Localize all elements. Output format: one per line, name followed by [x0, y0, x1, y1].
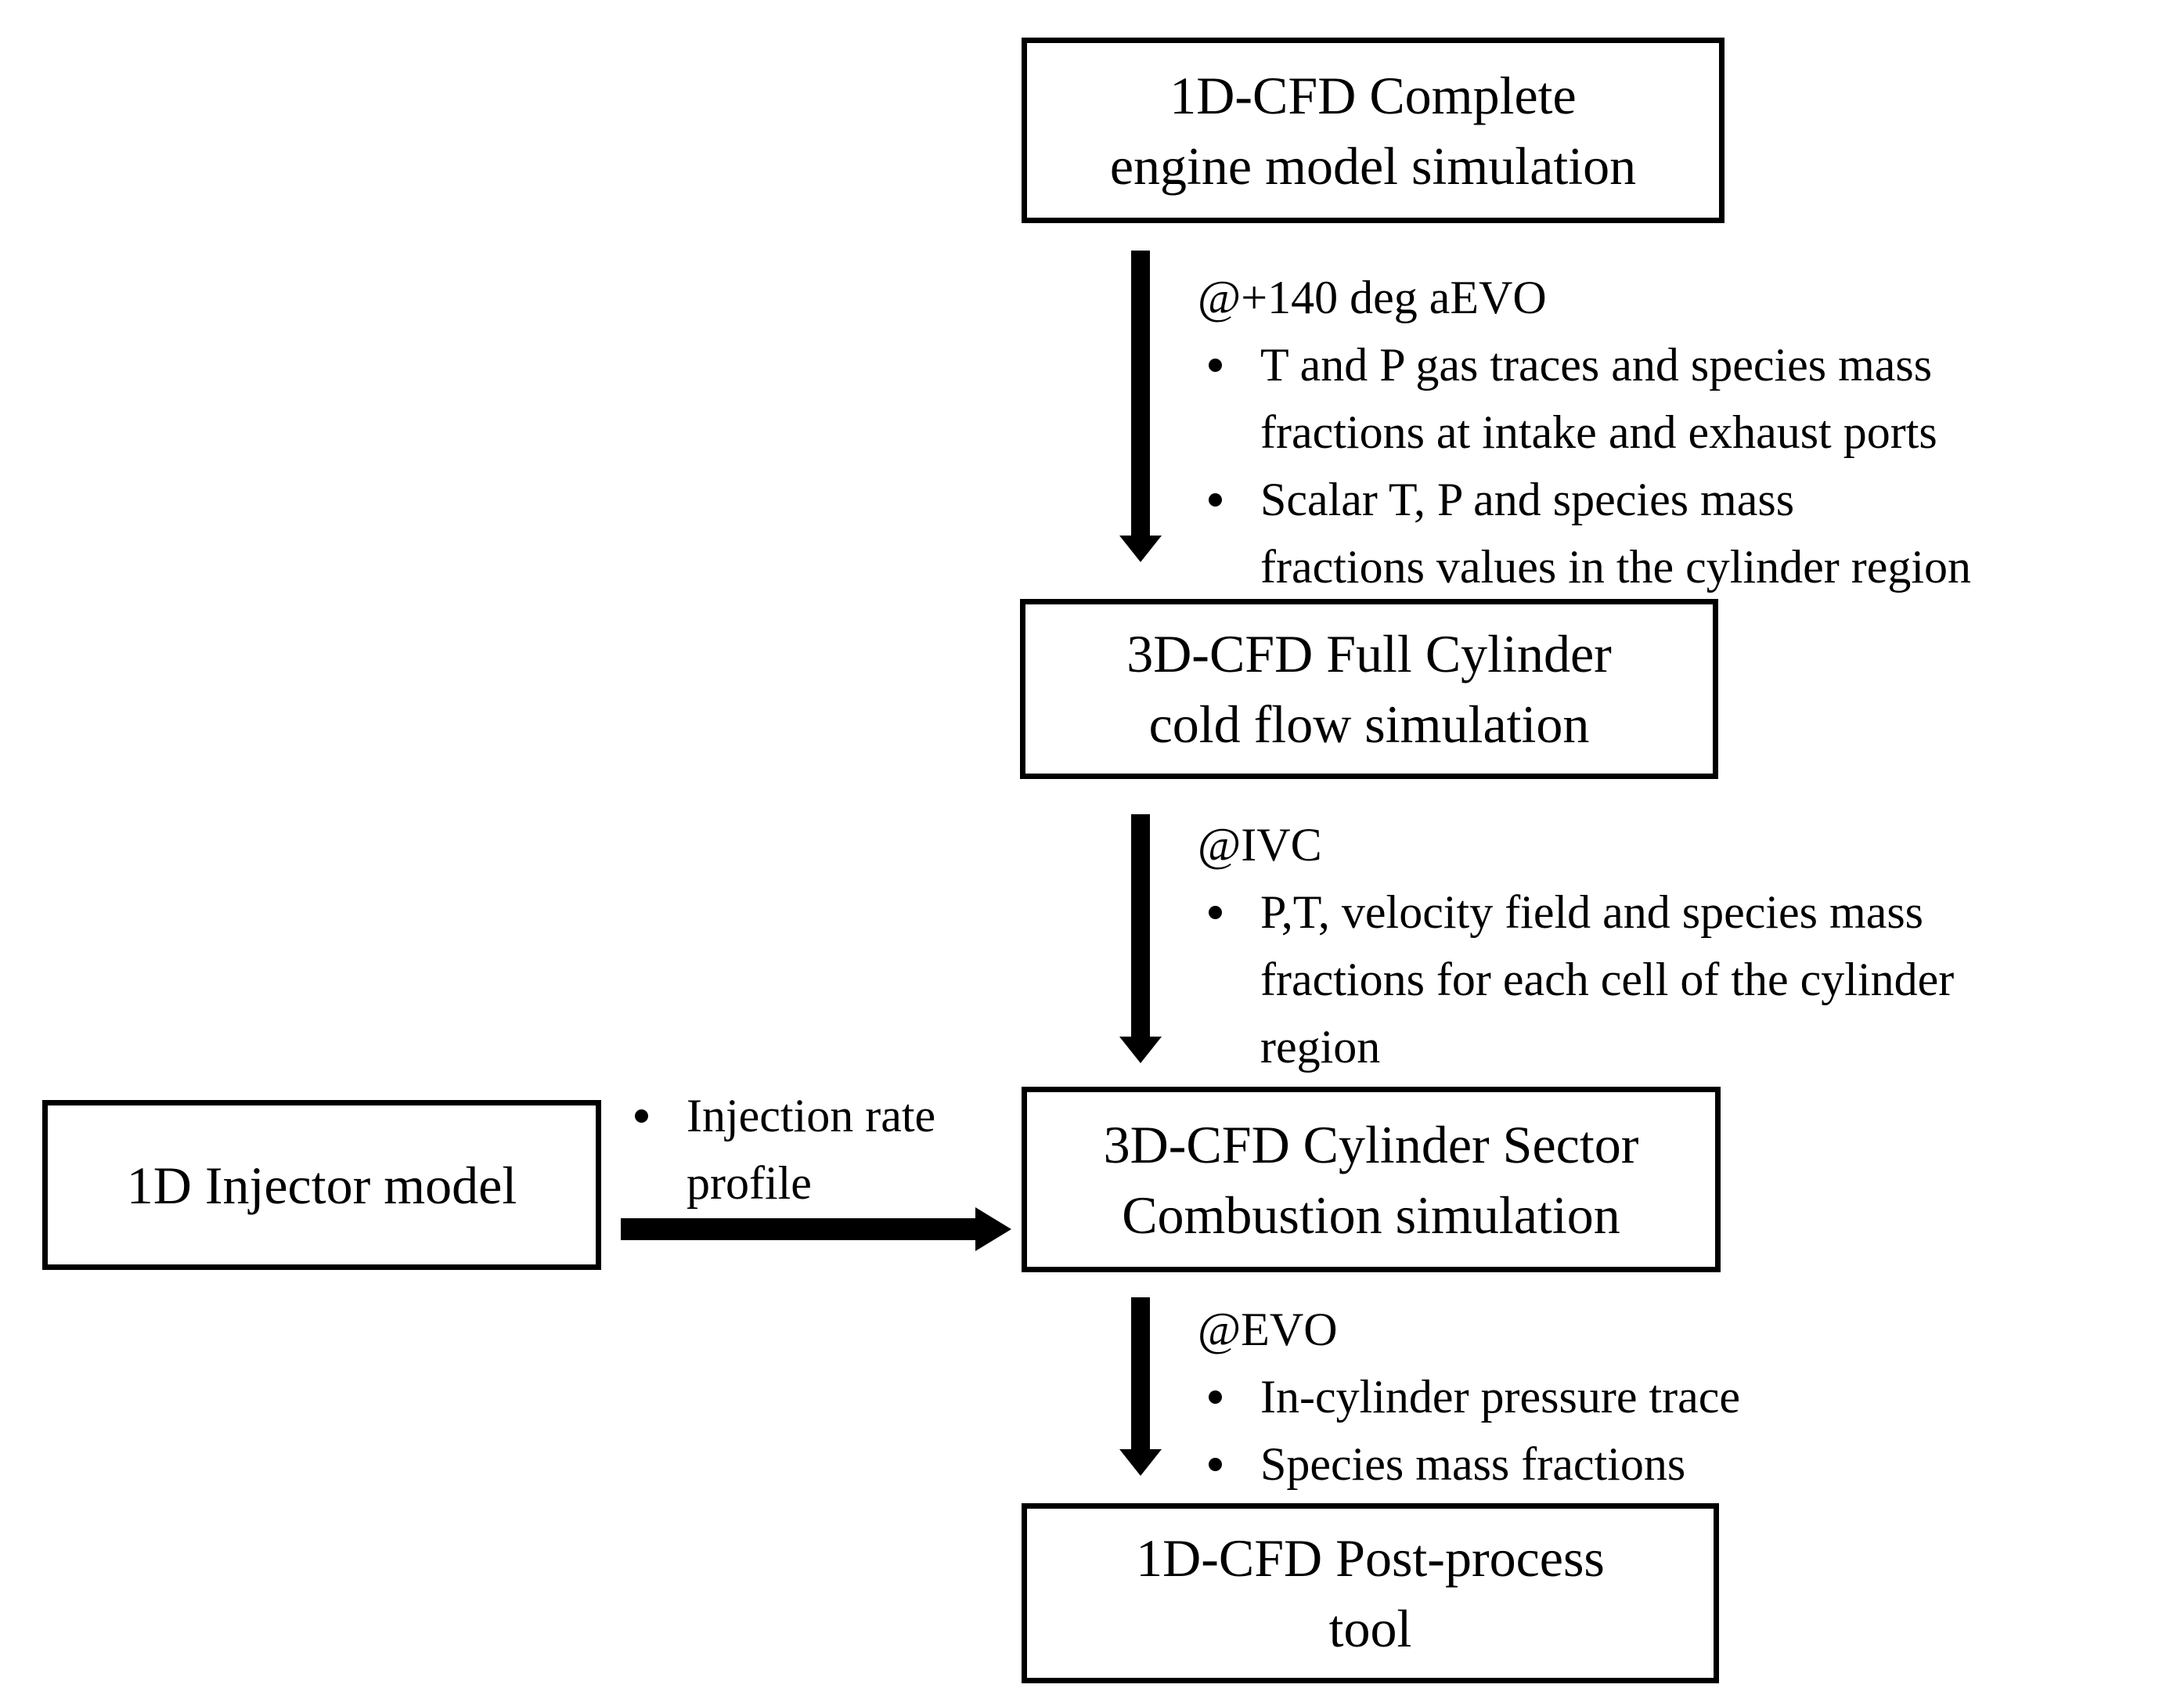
arrow-head	[1119, 1037, 1162, 1063]
bullet-line: region	[1260, 1021, 1381, 1073]
arrow-down-icon	[1119, 1297, 1162, 1476]
bullet-item: Scalar T, P and species mass fractions v…	[1198, 466, 1971, 601]
bullet-line: Species mass fractions	[1260, 1438, 1686, 1490]
arrow-down-icon	[1119, 251, 1162, 562]
bullet-item: Species mass fractions	[1198, 1430, 1740, 1498]
arrow-head	[1119, 1449, 1162, 1476]
node-label-line: 1D-CFD Complete	[1169, 65, 1577, 125]
node-label-line: cold flow simulation	[1148, 694, 1590, 754]
bullet-line: profile	[687, 1157, 812, 1209]
bullet-line: T and P gas traces and species mass	[1260, 339, 1933, 391]
arrow-shaft	[1131, 1297, 1150, 1449]
annotation-injection-rate: Injection rate profile	[624, 1082, 935, 1217]
node-label-line: Combustion simulation	[1122, 1185, 1620, 1245]
node-engine-model-simulation: 1D-CFD Complete engine model simulation	[1022, 38, 1724, 223]
node-label-line: 1D Injector model	[126, 1155, 517, 1215]
arrow-head	[1119, 536, 1162, 562]
arrow-head	[975, 1207, 1011, 1251]
bullet-line: Scalar T, P and species mass	[1260, 474, 1795, 525]
node-label-line: tool	[1328, 1599, 1412, 1658]
node-combustion-simulation: 3D-CFD Cylinder Sector Combustion simula…	[1022, 1087, 1721, 1272]
node-cold-flow-simulation: 3D-CFD Full Cylinder cold flow simulatio…	[1020, 599, 1718, 779]
arrow-shaft	[1131, 251, 1150, 536]
node-label-line: 3D-CFD Cylinder Sector	[1103, 1114, 1639, 1174]
node-label-line: 3D-CFD Full Cylinder	[1126, 624, 1612, 683]
bullet-line: Injection rate	[687, 1090, 936, 1142]
annotation-header: @+140 deg aEVO	[1198, 272, 1547, 323]
annotation-ivc: @IVC P,T, velocity field and species mas…	[1198, 811, 1954, 1080]
node-postprocess-tool: 1D-CFD Post-process tool	[1022, 1503, 1719, 1683]
bullet-item: T and P gas traces and species mass frac…	[1198, 331, 1971, 466]
bullet-item: P,T, velocity field and species mass fra…	[1198, 878, 1954, 1080]
arrow-shaft	[1131, 814, 1150, 1037]
annotation-evo: @EVO In-cylinder pressure trace Species …	[1198, 1296, 1740, 1498]
bullet-item: In-cylinder pressure trace	[1198, 1363, 1740, 1430]
node-label-line: 1D-CFD Post-process	[1136, 1528, 1605, 1588]
bullet-line: P,T, velocity field and species mass	[1260, 886, 1924, 938]
node-injector-model: 1D Injector model	[42, 1100, 601, 1270]
node-label-line: engine model simulation	[1109, 135, 1637, 196]
bullet-line: In-cylinder pressure trace	[1260, 1371, 1741, 1423]
arrow-shaft	[621, 1218, 975, 1240]
bullet-line: fractions for each cell of the cylinder	[1260, 954, 1955, 1005]
arrow-down-icon	[1119, 814, 1162, 1063]
annotation-aevo: @+140 deg aEVO T and P gas traces and sp…	[1198, 264, 1971, 601]
bullet-line: fractions at intake and exhaust ports	[1260, 406, 1937, 458]
annotation-header: @IVC	[1198, 819, 1322, 871]
bullet-line: fractions values in the cylinder region	[1260, 541, 1972, 593]
annotation-header: @EVO	[1198, 1304, 1338, 1355]
arrow-right-icon	[621, 1207, 1011, 1251]
bullet-item: Injection rate profile	[624, 1082, 935, 1217]
